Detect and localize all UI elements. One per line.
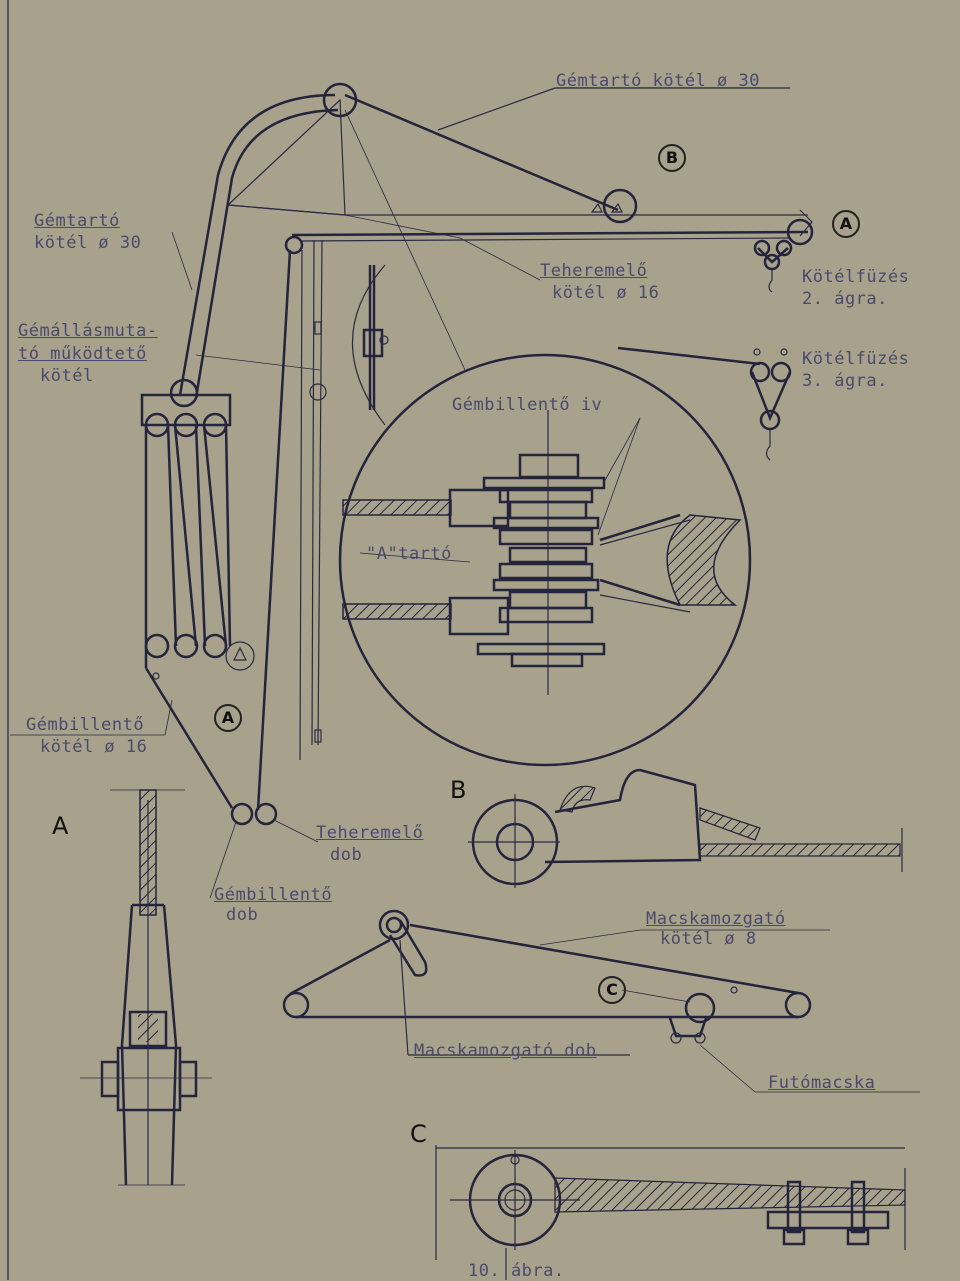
label-a-frame: "A"tartó — [366, 544, 452, 564]
marker-c: C — [598, 976, 626, 1004]
label-luffing-rope-1: Gémbillentő — [26, 715, 145, 735]
label-trolley-rope-2: kötél ø 8 — [660, 929, 757, 949]
boom-stay-cable — [344, 93, 619, 212]
label-reeving-3-1: Kötélfüzés — [802, 349, 910, 369]
label-trolley: Futómacska — [768, 1073, 876, 1093]
figure-caption: 10. ábra. — [468, 1261, 565, 1281]
marker-b: B — [658, 144, 686, 172]
section-letter-b: B — [450, 776, 467, 804]
luffing-drum — [230, 802, 254, 826]
hoist-drum — [254, 802, 278, 826]
label-trolley-drum: Macskamozgató dob — [414, 1041, 597, 1061]
label-hoist-drum-2: dob — [330, 845, 363, 865]
label-luffing-arc: Gémbillentő iv — [452, 395, 603, 415]
section-letter-a: A — [52, 812, 69, 840]
label-luffing-drum-2: dob — [226, 905, 259, 925]
label-reeving-3-2: 3. ágra. — [802, 371, 888, 391]
jib — [291, 188, 814, 246]
label-hoist-rope-1: Teheremelő — [540, 261, 648, 281]
reeving-2-parts — [753, 239, 793, 293]
label-boom-stay-rope-top: Gémtartó kötél ø 30 — [556, 71, 760, 91]
section-letter-c: C — [410, 1120, 427, 1148]
boom-pivot-detail — [338, 353, 752, 767]
label-reeving-2-2: 2. ágra. — [802, 289, 888, 309]
label-hoist-rope-2: kötél ø 16 — [552, 283, 660, 303]
label-indicator-rope-3: kötél — [40, 366, 94, 386]
reeving-3-parts — [617, 346, 792, 461]
detail-a-section — [80, 789, 212, 1186]
label-luffing-rope-2: kötél ø 16 — [40, 737, 148, 757]
label-hoist-drum-1: Teheremelő — [316, 823, 424, 843]
label-reeving-2-1: Kötélfüzés — [802, 267, 910, 287]
label-boom-stay-left-1: Gémtartó — [34, 211, 120, 231]
pivot-side-view — [351, 264, 389, 426]
marker-a-right: A — [832, 210, 860, 238]
hoist-rope — [256, 249, 292, 811]
pulley-block — [140, 378, 255, 809]
detail-c-section — [435, 1145, 906, 1280]
marker-a-left: A — [214, 704, 242, 732]
detail-b-section — [468, 768, 903, 888]
label-boom-stay-left-2: kötél ø 30 — [34, 233, 142, 253]
label-indicator-rope-1: Gémállásmuta- — [18, 321, 158, 341]
trolley-travel-system — [282, 909, 920, 1093]
label-luffing-drum-1: Gémbillentő — [214, 885, 333, 905]
detail-b-circle — [602, 188, 638, 224]
crane-mast — [178, 93, 346, 399]
label-trolley-rope-1: Macskamozgató — [646, 909, 786, 929]
label-indicator-rope-2: tó működtető — [18, 344, 147, 364]
